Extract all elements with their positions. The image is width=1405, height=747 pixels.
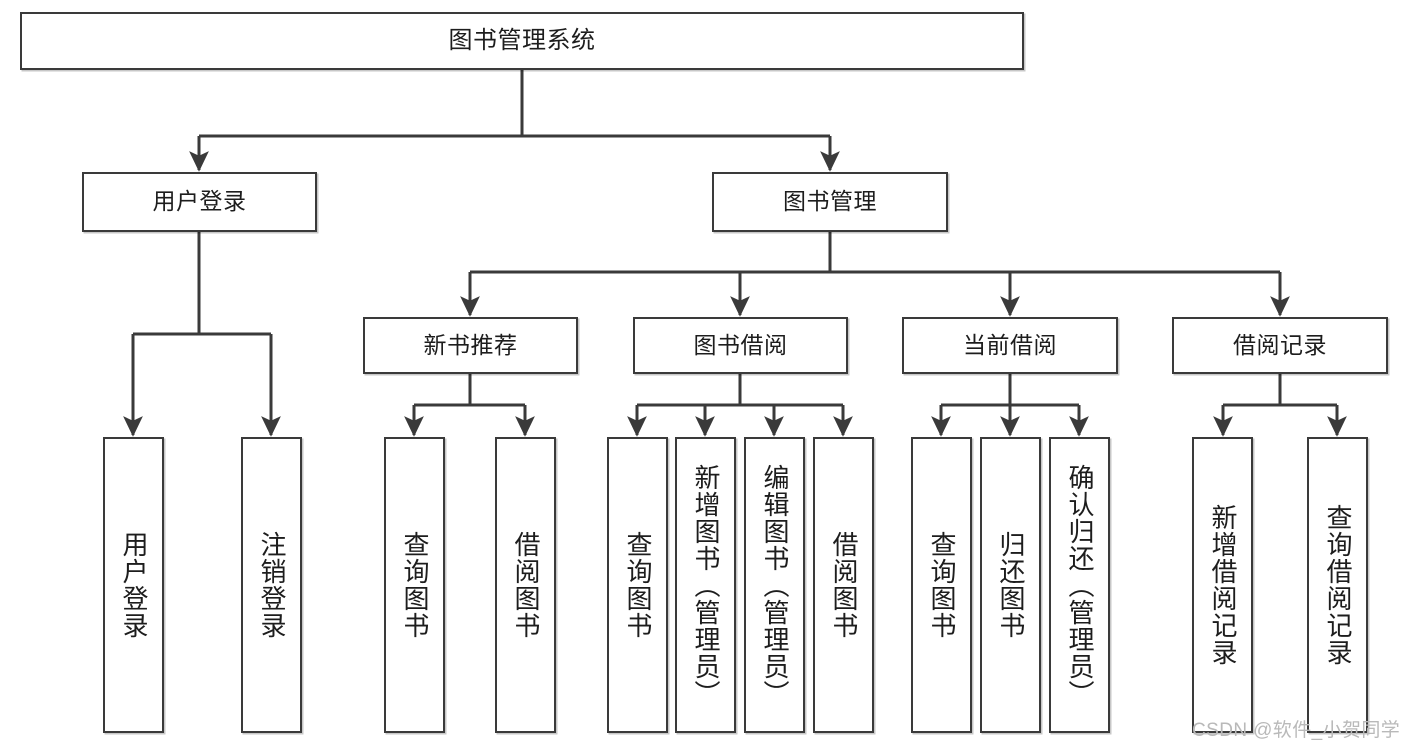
node-label: 新增图书（管理员）	[691, 463, 722, 707]
leaf-current-return-book[interactable]: 归还图书	[980, 437, 1041, 733]
node-label: 用户登录	[119, 531, 150, 639]
node-label: 用户登录	[152, 188, 247, 215]
node-book-management[interactable]: 图书管理	[712, 172, 948, 232]
node-current-borrow[interactable]: 当前借阅	[902, 317, 1118, 374]
leaf-borrow-edit-book-admin[interactable]: 编辑图书（管理员）	[744, 437, 805, 733]
node-borrow-record[interactable]: 借阅记录	[1172, 317, 1388, 374]
node-label: 查询图书	[623, 531, 654, 639]
leaf-record-query-record[interactable]: 查询借阅记录	[1307, 437, 1368, 733]
leaf-record-add-record[interactable]: 新增借阅记录	[1192, 437, 1253, 733]
node-root-system[interactable]: 图书管理系统	[20, 12, 1024, 70]
node-label: 借阅图书	[829, 531, 860, 639]
node-label: 确认归还（管理员）	[1065, 463, 1096, 707]
leaf-new-book-query[interactable]: 查询图书	[384, 437, 445, 733]
csdn-watermark: CSDN @软件_小贺同学	[1192, 720, 1401, 741]
leaf-borrow-borrow-book[interactable]: 借阅图书	[813, 437, 874, 733]
node-label: 查询图书	[927, 531, 958, 639]
leaf-user-login-logout[interactable]: 注销登录	[241, 437, 302, 733]
node-label: 图书借阅	[693, 331, 788, 358]
leaf-borrow-add-book-admin[interactable]: 新增图书（管理员）	[675, 437, 736, 733]
node-label: 借阅图书	[511, 531, 542, 639]
node-label: 注销登录	[257, 531, 288, 639]
node-label: 图书管理	[783, 188, 877, 215]
node-label: 查询借阅记录	[1323, 504, 1354, 666]
node-label: 编辑图书（管理员）	[760, 463, 791, 707]
node-label: 新书推荐	[423, 331, 518, 358]
node-label: 新增借阅记录	[1208, 504, 1239, 666]
node-label: 当前借阅	[963, 331, 1057, 358]
leaf-current-query-book[interactable]: 查询图书	[911, 437, 972, 733]
node-label: 图书管理系统	[448, 26, 596, 54]
leaf-user-login-login[interactable]: 用户登录	[103, 437, 164, 733]
node-label: 归还图书	[996, 531, 1027, 639]
leaf-new-book-borrow[interactable]: 借阅图书	[495, 437, 556, 733]
node-label: 借阅记录	[1233, 331, 1327, 358]
leaf-current-confirm-return-admin[interactable]: 确认归还（管理员）	[1049, 437, 1110, 733]
leaf-borrow-query-book[interactable]: 查询图书	[607, 437, 668, 733]
node-user-login[interactable]: 用户登录	[82, 172, 317, 232]
node-new-book-recommend[interactable]: 新书推荐	[363, 317, 578, 374]
node-book-borrow[interactable]: 图书借阅	[633, 317, 848, 374]
node-label: 查询图书	[400, 531, 431, 639]
